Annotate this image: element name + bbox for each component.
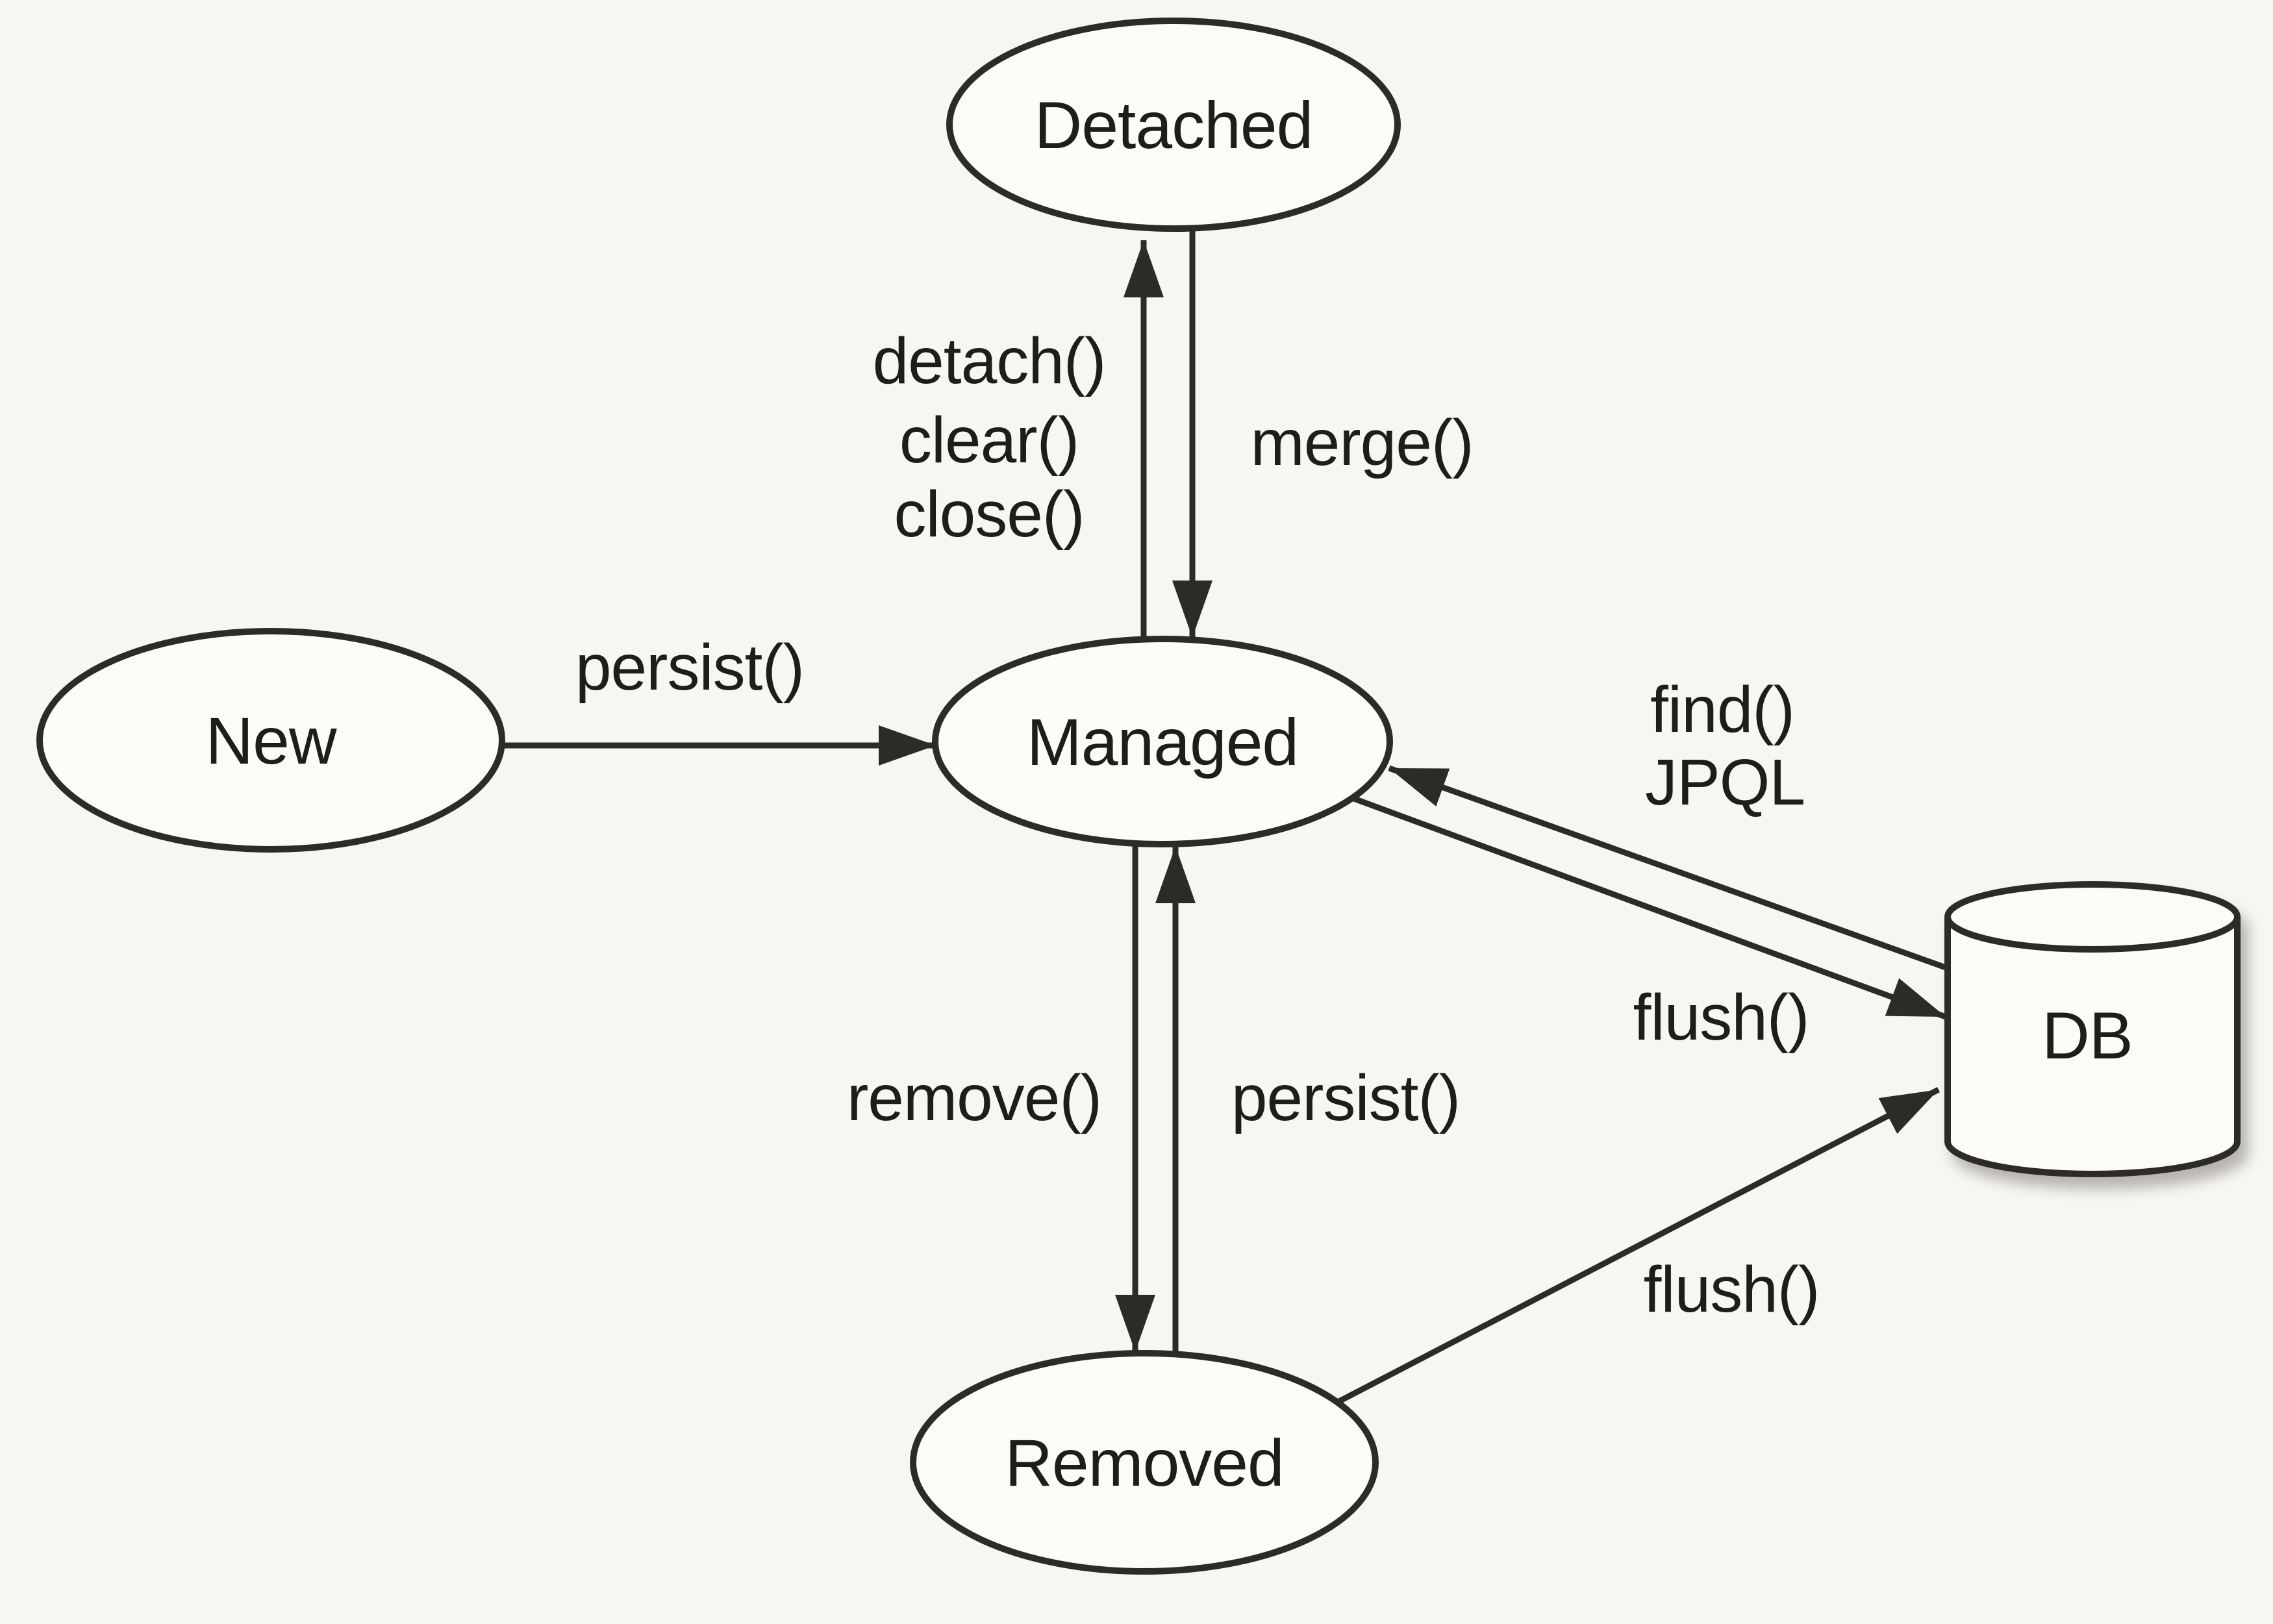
edge-managed-to-removed-label: remove() [847, 1062, 1101, 1134]
edge-managed-to-removed: remove() [847, 844, 1155, 1352]
node-managed: Managed [932, 636, 1393, 847]
node-removed-label: Removed [1005, 1426, 1284, 1500]
edge-removed-to-managed: persist() [1155, 846, 1461, 1355]
edge-managed-to-db-label: flush() [1633, 981, 1809, 1054]
node-managed-label: Managed [1027, 705, 1298, 779]
edge-managed-to-detached-label-3: close() [894, 478, 1084, 551]
edge-removed-to-db: flush() [1337, 1087, 1940, 1404]
edge-db-to-managed-label-2: JPQL [1645, 746, 1805, 819]
node-detached: Detached [946, 18, 1401, 232]
edge-new-to-managed-label: persist() [575, 631, 804, 704]
edge-managed-to-detached-label-2: clear() [899, 404, 1079, 477]
node-db-label: DB [2042, 999, 2133, 1073]
edge-managed-to-detached: detach() clear() close() [873, 240, 1164, 640]
edge-detached-to-managed: merge() [1172, 227, 1474, 638]
edge-new-to-managed: persist() [503, 631, 936, 766]
edge-managed-to-db: flush() [1353, 795, 1947, 1054]
node-db: DB [1944, 881, 2241, 1177]
node-detached-shape [946, 18, 1401, 232]
edge-db-to-managed-arrow [1388, 765, 1947, 971]
node-removed: Removed [910, 1350, 1379, 1575]
edge-managed-to-detached-label-1: detach() [873, 325, 1106, 397]
edge-removed-to-db-arrow [1337, 1087, 1940, 1404]
node-removed-shape [910, 1350, 1379, 1575]
node-managed-shape [932, 636, 1393, 847]
database-cylinder-body [1944, 917, 2241, 1177]
database-cylinder-top [1944, 881, 2241, 953]
edge-managed-to-db-arrow [1353, 795, 1947, 1020]
node-new: New [36, 628, 505, 853]
node-new-shape [36, 628, 505, 853]
edge-detached-to-managed-label: merge() [1250, 406, 1473, 479]
edge-db-to-managed: find() JPQL [1388, 673, 1947, 971]
edge-db-to-managed-label-1: find() [1650, 673, 1794, 746]
node-detached-label: Detached [1035, 88, 1313, 162]
edge-removed-to-managed-label: persist() [1231, 1062, 1460, 1134]
node-new-label: New [205, 704, 336, 778]
edge-removed-to-db-label: flush() [1644, 1253, 1820, 1326]
